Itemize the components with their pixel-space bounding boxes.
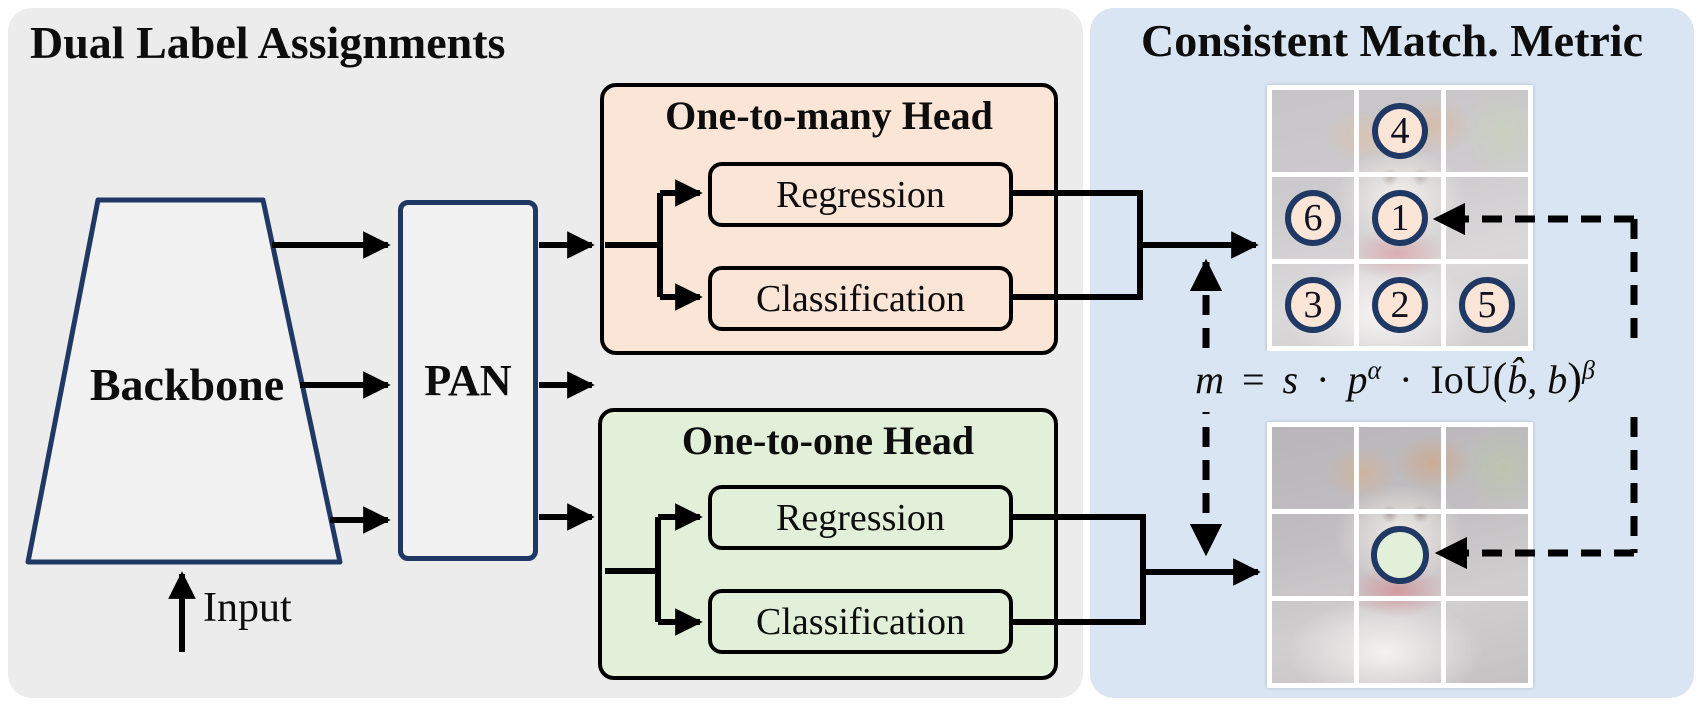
formula-cdot: · xyxy=(1399,357,1413,402)
grid-line xyxy=(1441,427,1446,683)
one-to-many-assignment-grid: 4 6 1 3 2 5 xyxy=(1267,85,1533,351)
pan-label: PAN xyxy=(424,356,512,405)
grid-line xyxy=(1354,90,1359,346)
matching-metric-formula: m = s · pα · IoU(b̂, b)β xyxy=(1152,351,1638,412)
formula-b-hat: b̂ xyxy=(1507,357,1528,402)
anchor-circle-2: 2 xyxy=(1372,277,1428,333)
one-to-one-regression-box: Regression xyxy=(708,485,1013,550)
one-to-many-regression-box: Regression xyxy=(708,162,1013,227)
anchor-circle-1: 1 xyxy=(1372,190,1428,246)
anchor-circle-3: 3 xyxy=(1285,277,1341,333)
formula-alpha: α xyxy=(1367,355,1382,385)
grid-line xyxy=(1272,259,1528,264)
formula-b: b xyxy=(1547,357,1568,402)
formula-cdot: · xyxy=(1316,357,1330,402)
one-to-one-assignment-grid xyxy=(1267,422,1533,688)
formula-p: p xyxy=(1347,357,1368,402)
formula-s: s xyxy=(1282,357,1299,402)
formula-m: m xyxy=(1195,357,1224,402)
anchor-circle-selected xyxy=(1371,526,1429,584)
right-panel-title: Consistent Match. Metric xyxy=(1140,15,1644,66)
grid-line xyxy=(1272,596,1528,601)
formula-comma: , xyxy=(1527,357,1538,402)
one-to-many-classification-box: Classification xyxy=(708,266,1013,331)
one-to-many-regression-label: Regression xyxy=(776,173,945,216)
formula-beta: β xyxy=(1581,355,1595,385)
formula-lparen: ( xyxy=(1492,354,1508,403)
one-to-many-classification-label: Classification xyxy=(756,277,965,320)
grid-line xyxy=(1441,90,1446,346)
grid-line xyxy=(1272,172,1528,177)
one-to-one-regression-label: Regression xyxy=(776,496,945,539)
grid-line xyxy=(1272,509,1528,514)
one-to-one-classification-label: Classification xyxy=(756,600,965,643)
one-to-one-classification-box: Classification xyxy=(708,589,1013,654)
pan-box: PAN xyxy=(398,200,538,561)
one-to-one-head-title: One-to-one Head xyxy=(681,418,975,463)
anchor-circle-5: 5 xyxy=(1459,277,1515,333)
grid-line xyxy=(1354,427,1359,683)
one-to-many-head-title: One-to-many Head xyxy=(665,93,993,138)
anchor-circle-4: 4 xyxy=(1372,103,1428,159)
formula-rparen: ) xyxy=(1567,354,1582,403)
backbone-label: Backbone xyxy=(89,359,285,410)
anchor-circle-6: 6 xyxy=(1285,190,1341,246)
left-panel-title: Dual Label Assignments xyxy=(30,17,506,68)
formula-iou: IoU xyxy=(1430,357,1493,402)
input-label: Input xyxy=(203,585,292,631)
formula-equals: = xyxy=(1241,357,1265,402)
